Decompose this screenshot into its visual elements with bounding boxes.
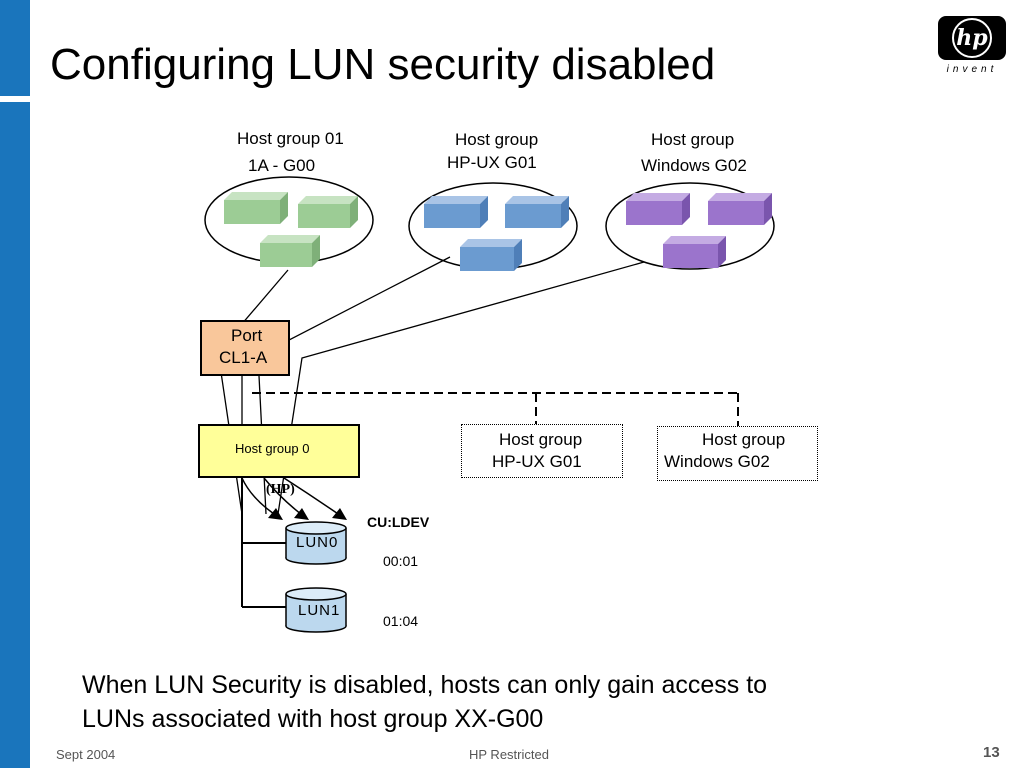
host-group-01-sublabel: 1A - G00 [248,156,316,175]
lun1-label: LUN1 [298,602,341,619]
host-group-0-os: (HP) [266,482,295,497]
lun1-ldev: 01:04 [383,613,419,629]
hp-logo-wordmark: invent [946,64,998,75]
host-box-blue-1 [424,196,488,228]
dashed-host-group-hpux [461,424,623,478]
lun0-ldev: 00:01 [383,553,419,569]
host-group-0-label: Host group 0 [235,441,310,456]
host-box-blue-3 [460,239,522,271]
footer-classification: HP Restricted [469,747,549,762]
hp-logo-mark: hp [952,18,992,58]
port-id-label: CL1-A [219,348,268,367]
host-group-hpux-sublabel: HP-UX G01 [447,153,537,172]
lun0-cylinder [285,521,347,565]
slide-caption: When LUN Security is disabled, hosts can… [82,668,767,736]
caption-line-1: When LUN Security is disabled, hosts can… [82,671,768,699]
port-box [200,320,290,376]
host-group-windows-label: Host group [651,130,735,149]
hp-logo-badge: hp [938,16,1006,60]
sidebar-accent-bottom [0,102,30,768]
lun0-label: LUN0 [296,534,339,551]
host-box-purple-2 [708,193,772,225]
lun-bus [241,478,288,608]
host-box-purple-1 [626,193,690,225]
port-label: Port [231,326,263,345]
cu-ldev-header: CU:LDEV [367,514,430,530]
host-box-green-2 [298,196,358,228]
access-arrowhead-3 [332,508,347,520]
footer-date: Sept 2004 [56,747,116,762]
dashed-hpux-label: Host group [499,430,583,449]
host-group-0-box [198,424,360,478]
sidebar-accent-top [0,0,30,96]
dashed-windows-label: Host group [702,430,786,449]
lun1-cylinder [285,587,347,633]
host-group-windows-sublabel: Windows G02 [641,156,747,175]
host-box-green-1 [224,192,288,224]
dashed-windows-sublabel: Windows G02 [664,452,770,471]
host-box-green-3 [260,235,320,267]
host-box-purple-3 [663,236,726,268]
host-group-hpux-label: Host group [455,130,539,149]
host-group-01-label: Host group 01 [237,129,344,148]
dashed-bus [252,392,739,426]
slide-title: Configuring LUN security disabled [50,40,716,89]
access-arrowhead-2 [294,508,309,520]
host-box-blue-2 [505,196,569,228]
dashed-host-group-windows [657,426,818,481]
page-number: 13 [983,744,1000,761]
dashed-hpux-sublabel: HP-UX G01 [492,452,582,471]
caption-line-2: LUNs associated with host group XX-G00 [82,705,544,733]
access-arrowhead-1 [268,508,283,520]
hp-logo: hp invent [938,16,1006,78]
